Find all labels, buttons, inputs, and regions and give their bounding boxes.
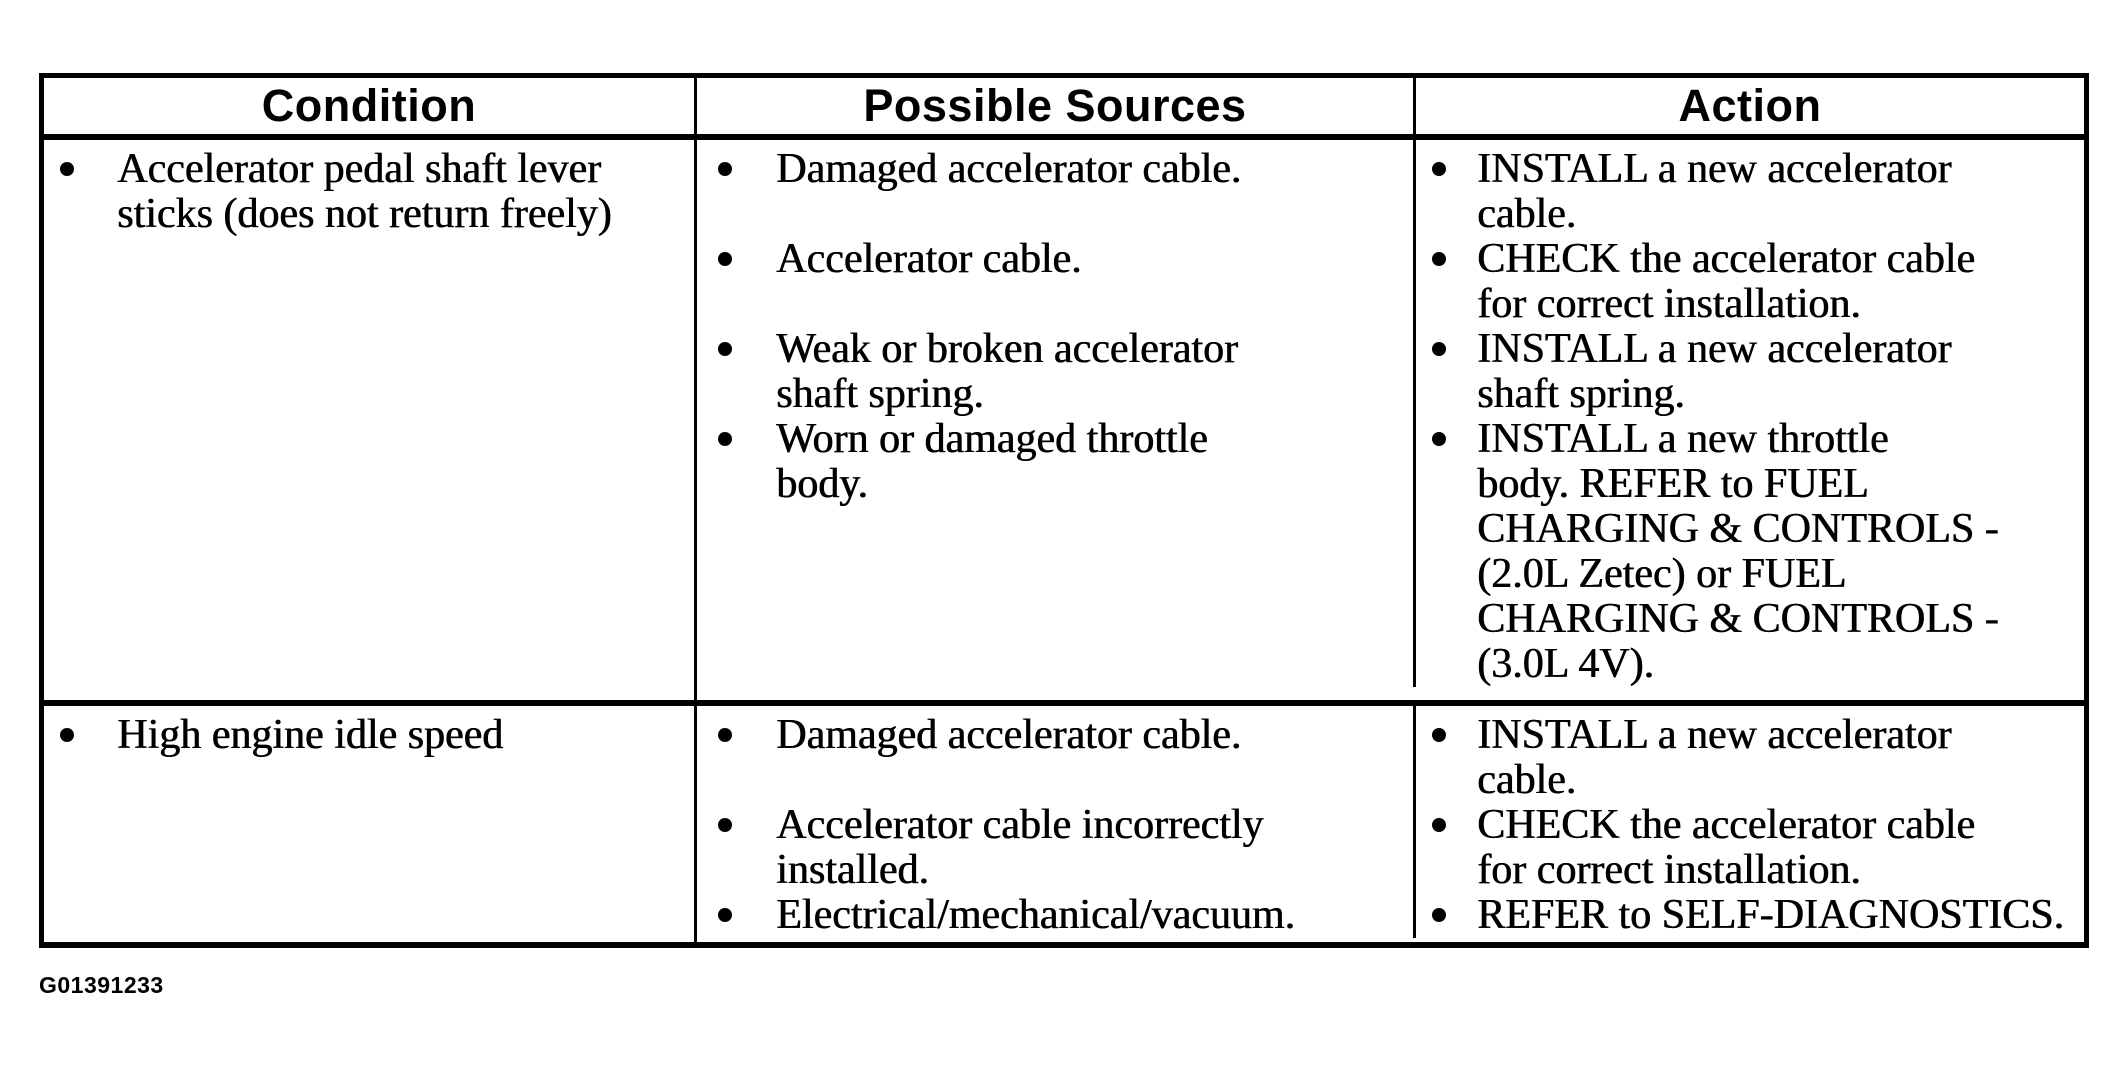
list-item: INSTALL a new accelerator shaft spring. xyxy=(1416,327,2084,417)
sources-actions-grid: Damaged accelerator cable. INSTALL a new… xyxy=(697,706,2084,942)
bullet-icon xyxy=(718,908,732,922)
list-item: INSTALL a new throttle body. REFER to FU… xyxy=(1416,417,2084,687)
header-cell-condition: Condition xyxy=(44,78,697,134)
list-item: INSTALL a new accelerator cable. xyxy=(1416,713,2084,803)
source-cell: Accelerator cable incorrectly installed. xyxy=(697,803,1413,893)
source-cell: Damaged accelerator cable. xyxy=(697,140,1413,237)
source-text: Damaged accelerator cable. xyxy=(776,146,1242,192)
sources-actions-grid: Damaged accelerator cable. INSTALL a new… xyxy=(697,140,2084,700)
bullet-icon xyxy=(1432,162,1446,176)
action-text: CHECK the accelerator cable for correct … xyxy=(1477,236,1975,327)
source-action-pair: Accelerator cable incorrectly installed.… xyxy=(697,803,2084,893)
bullet-icon xyxy=(718,432,732,446)
bullet-icon xyxy=(718,818,732,832)
table-row: Accelerator pedal shaft lever sticks (do… xyxy=(44,140,2084,706)
figure-id-label: G01391233 xyxy=(39,972,164,998)
bullet-icon xyxy=(718,342,732,356)
list-item: REFER to SELF-DIAGNOSTICS. xyxy=(1416,893,2084,938)
bullet-icon xyxy=(1432,818,1446,832)
bullet-icon xyxy=(60,728,74,742)
action-cell: REFER to SELF-DIAGNOSTICS. xyxy=(1413,893,2084,938)
source-text: Damaged accelerator cable. xyxy=(776,712,1242,758)
header-cell-action: Action xyxy=(1678,80,1822,131)
table-row: High engine idle speed Damaged accelerat… xyxy=(44,706,2084,942)
list-item: Accelerator pedal shaft lever sticks (do… xyxy=(44,147,694,237)
source-text: Worn or damaged throttle body. xyxy=(776,416,1208,507)
source-action-pair: Damaged accelerator cable. INSTALL a new… xyxy=(697,140,2084,237)
source-text: Electrical/mechanical/vacuum. xyxy=(776,892,1295,938)
action-cell: INSTALL a new accelerator cable. xyxy=(1413,140,2084,237)
source-cell: Worn or damaged throttle body. xyxy=(697,417,1413,687)
bullet-icon xyxy=(718,728,732,742)
list-item: Electrical/mechanical/vacuum. xyxy=(697,893,1413,938)
source-text: Accelerator cable. xyxy=(776,236,1082,282)
table-header-row: Condition Possible Sources Action xyxy=(44,78,2084,140)
bullet-icon xyxy=(718,252,732,266)
action-text: REFER to SELF-DIAGNOSTICS. xyxy=(1477,892,2064,938)
action-text: INSTALL a new accelerator shaft spring. xyxy=(1477,326,1952,417)
header-cell-possible-sources: Possible Sources xyxy=(697,78,1416,134)
bullet-icon xyxy=(718,162,732,176)
action-text: CHECK the accelerator cable for correct … xyxy=(1477,802,1975,893)
action-cell: CHECK the accelerator cable for correct … xyxy=(1413,237,2084,327)
source-action-pair: Weak or broken accelerator shaft spring.… xyxy=(697,327,2084,417)
source-cell: Damaged accelerator cable. xyxy=(697,706,1413,803)
source-cell: Accelerator cable. xyxy=(697,237,1413,327)
source-action-pair: Damaged accelerator cable. INSTALL a new… xyxy=(697,706,2084,803)
source-action-pair: Worn or damaged throttle body. INSTALL a… xyxy=(697,417,2084,687)
list-item: CHECK the accelerator cable for correct … xyxy=(1416,803,2084,893)
list-item: Weak or broken accelerator shaft spring. xyxy=(697,327,1413,417)
bullet-icon xyxy=(60,162,74,176)
condition-text: High engine idle speed xyxy=(117,712,504,758)
list-item: Damaged accelerator cable. xyxy=(697,147,1413,192)
action-text: INSTALL a new accelerator cable. xyxy=(1477,146,1952,237)
action-cell: INSTALL a new accelerator shaft spring. xyxy=(1413,327,2084,417)
source-text: Weak or broken accelerator shaft spring. xyxy=(776,326,1238,417)
list-item: CHECK the accelerator cable for correct … xyxy=(1416,237,2084,327)
source-cell: Electrical/mechanical/vacuum. xyxy=(697,893,1413,938)
list-item: Accelerator cable. xyxy=(697,237,1413,282)
action-text: INSTALL a new accelerator cable. xyxy=(1477,712,1952,803)
diagnostic-table: Condition Possible Sources Action Accele… xyxy=(39,73,2089,948)
source-cell: Weak or broken accelerator shaft spring. xyxy=(697,327,1413,417)
condition-cell: Accelerator pedal shaft lever sticks (do… xyxy=(44,140,697,700)
condition-cell: High engine idle speed xyxy=(44,706,697,942)
bullet-icon xyxy=(1432,252,1446,266)
action-cell: INSTALL a new throttle body. REFER to FU… xyxy=(1413,417,2084,687)
list-item: INSTALL a new accelerator cable. xyxy=(1416,147,2084,237)
list-item: Accelerator cable incorrectly installed. xyxy=(697,803,1413,893)
list-item: Damaged accelerator cable. xyxy=(697,713,1413,758)
bullet-icon xyxy=(1432,728,1446,742)
bullet-icon xyxy=(1432,342,1446,356)
action-cell: CHECK the accelerator cable for correct … xyxy=(1413,803,2084,893)
condition-text: Accelerator pedal shaft lever sticks (do… xyxy=(117,146,612,237)
source-action-pair: Accelerator cable. CHECK the accelerator… xyxy=(697,237,2084,327)
list-item: High engine idle speed xyxy=(44,713,694,758)
source-action-pair: Electrical/mechanical/vacuum. REFER to S… xyxy=(697,893,2084,938)
source-text: Accelerator cable incorrectly installed. xyxy=(776,802,1264,893)
list-item: Worn or damaged throttle body. xyxy=(697,417,1413,507)
bullet-icon xyxy=(1432,908,1446,922)
bullet-icon xyxy=(1432,432,1446,446)
action-text: INSTALL a new throttle body. REFER to FU… xyxy=(1477,416,1999,687)
action-cell: INSTALL a new accelerator cable. xyxy=(1413,706,2084,803)
